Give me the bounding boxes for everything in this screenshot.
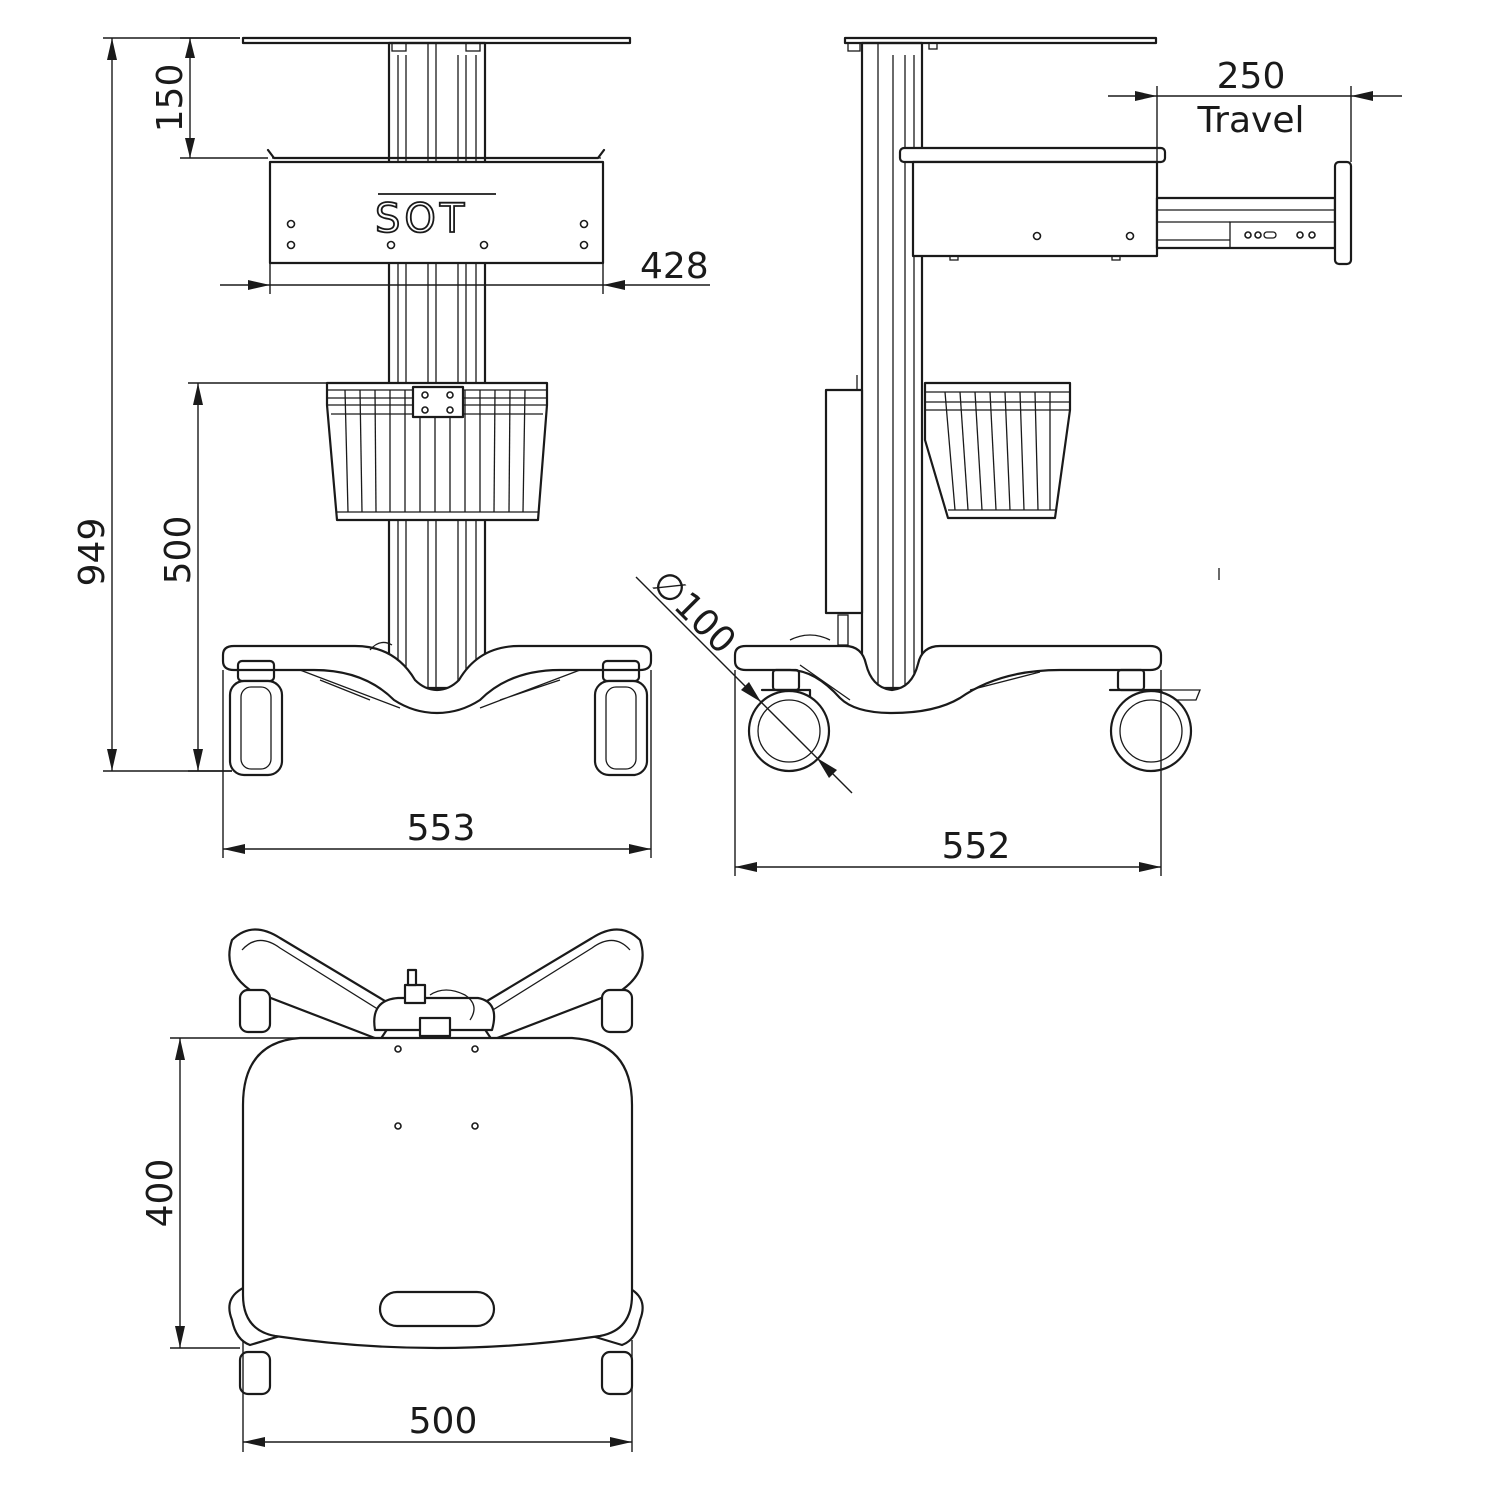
side-caster-right	[1108, 668, 1193, 773]
front-view: SOT	[221, 36, 653, 777]
plan-caster-tl	[238, 988, 272, 1034]
dimensions: 949 150 500 428 553 552	[72, 37, 1402, 1452]
plan-caster-bl	[238, 1350, 272, 1396]
dim-plan-width: 500	[409, 1401, 478, 1442]
front-basket	[325, 381, 549, 522]
sot-logo: SOT	[375, 196, 468, 242]
front-column	[387, 41, 487, 690]
side-caster-left	[747, 668, 831, 773]
dim-basket-height: 500	[158, 516, 199, 585]
side-tabletop	[843, 36, 1158, 45]
plan-view	[228, 928, 644, 1396]
dim-side-depth: 552	[942, 826, 1011, 867]
dim-overall-height: 949	[72, 518, 113, 587]
dim-front-width: 553	[407, 808, 476, 849]
side-drawer	[898, 146, 1167, 261]
front-caster-left	[228, 659, 284, 777]
plan-caster-tr	[600, 988, 634, 1034]
dim-wheel-diameter: ∅100	[644, 562, 744, 662]
dim-travel-label: Travel	[1196, 100, 1304, 141]
front-drawer: SOT	[266, 148, 606, 265]
dim-top-offset: 150	[150, 64, 191, 133]
front-caster-right	[593, 659, 649, 777]
plan-tabletop	[241, 1036, 634, 1350]
front-base	[221, 641, 653, 715]
dim-plan-depth: 400	[140, 1159, 181, 1228]
dim-drawer-width: 428	[640, 246, 709, 287]
side-view	[733, 36, 1353, 773]
plan-hub	[373, 968, 496, 1038]
side-column	[824, 41, 924, 690]
plan-handle-slot	[378, 1290, 496, 1328]
drawer-slide-rail	[1155, 160, 1353, 266]
plan-caster-br	[600, 1350, 634, 1396]
side-basket	[923, 381, 1072, 520]
side-base	[733, 614, 1201, 715]
dim-travel-value: 250	[1217, 56, 1286, 97]
